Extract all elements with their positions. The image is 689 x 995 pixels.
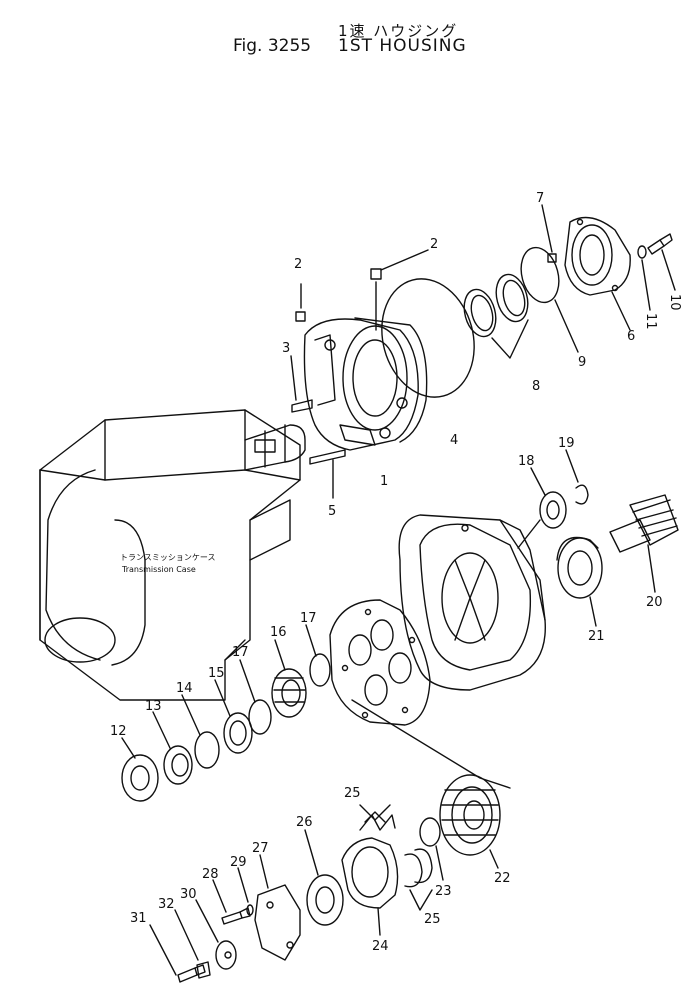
callout-3: 3 <box>282 341 290 356</box>
callout-20: 20 <box>646 595 663 610</box>
part-24-retainer <box>341 837 399 936</box>
case-label-jp: トランスミッションケース <box>120 553 215 562</box>
part-26-bearing <box>304 829 344 926</box>
callout-5: 5 <box>328 504 336 519</box>
callout-21: 21 <box>588 629 605 644</box>
callout-15: 15 <box>208 666 225 681</box>
part-8-seal-rings <box>463 273 529 359</box>
callout-26: 26 <box>296 815 313 830</box>
callout-24: 24 <box>372 939 389 954</box>
part-6-bearing-cover <box>564 216 631 331</box>
callout-32: 32 <box>158 897 175 912</box>
callout-12: 12 <box>110 724 127 739</box>
callout-19: 19 <box>558 436 575 451</box>
part-15-bearing <box>214 679 253 754</box>
callout-25-bottom: 25 <box>424 912 441 927</box>
part-2-plug-left <box>295 283 306 322</box>
part-3-pin <box>290 355 313 413</box>
part-28-bolt <box>212 879 251 925</box>
callout-16: 16 <box>270 625 287 640</box>
callout-22: 22 <box>494 871 511 886</box>
callout-17-left: 17 <box>232 645 249 660</box>
callout-9: 9 <box>578 355 586 370</box>
part-32-lock-plate <box>174 909 211 979</box>
part-12-bearing <box>121 737 159 802</box>
part-13-collar <box>152 711 193 785</box>
title-japanese: 1速 ハウジング <box>338 22 459 40</box>
callout-8: 8 <box>532 379 540 394</box>
part-25-clips-bottom <box>404 848 433 911</box>
callout-10: 10 <box>667 294 682 311</box>
figure-number: Fig. 3255 <box>233 36 312 56</box>
callout-29: 29 <box>230 855 247 870</box>
part-19-snap-ring <box>565 449 589 505</box>
part-30-washer <box>195 899 237 970</box>
part-4-o-ring <box>381 278 475 398</box>
part-10-bolt <box>647 233 676 291</box>
callout-2-left: 2 <box>294 257 302 272</box>
callout-2-top: 2 <box>430 237 438 252</box>
callout-6: 6 <box>627 329 635 344</box>
gasket-plate <box>329 599 511 789</box>
callout-11: 11 <box>643 313 658 330</box>
part-17-ring-left <box>239 659 272 735</box>
callout-1: 1 <box>380 474 388 489</box>
part-25-clips-top <box>359 804 396 831</box>
callout-30: 30 <box>180 887 197 902</box>
part-17-ring-right <box>305 624 331 687</box>
callout-4: 4 <box>450 433 458 448</box>
callout-14: 14 <box>176 681 193 696</box>
transmission-case <box>39 409 306 701</box>
part-7-plug <box>541 204 557 263</box>
callout-28: 28 <box>202 867 219 882</box>
part-11-washer <box>637 245 651 311</box>
callout-17-right: 17 <box>300 611 317 626</box>
callout-18: 18 <box>518 454 535 469</box>
callout-13: 13 <box>145 699 162 714</box>
callout-25-top: 25 <box>344 786 361 801</box>
case-cover <box>398 514 546 691</box>
part-20-pinion-gear <box>609 494 679 593</box>
part-18-bearing <box>530 467 567 529</box>
callout-23: 23 <box>435 884 452 899</box>
callout-31: 31 <box>130 911 147 926</box>
part-27-plate <box>254 854 301 961</box>
part-9-ring <box>520 246 560 304</box>
part-23-washer <box>419 817 444 881</box>
part-31-bolt <box>149 924 206 983</box>
part-29-washer <box>237 867 254 916</box>
callout-7: 7 <box>536 191 544 206</box>
title-english: 1ST HOUSING <box>338 36 467 56</box>
callout-27: 27 <box>252 841 269 856</box>
case-label-en: Transmission Case <box>121 565 196 574</box>
part-21-bearing <box>556 536 603 627</box>
part-14-snap-ring <box>181 694 220 769</box>
part-2-plug-top <box>370 249 429 331</box>
part-1-housing-plate <box>303 317 428 451</box>
part-5-pin <box>309 449 346 499</box>
part-16-gear <box>271 639 307 718</box>
part-22-gear <box>439 774 501 869</box>
